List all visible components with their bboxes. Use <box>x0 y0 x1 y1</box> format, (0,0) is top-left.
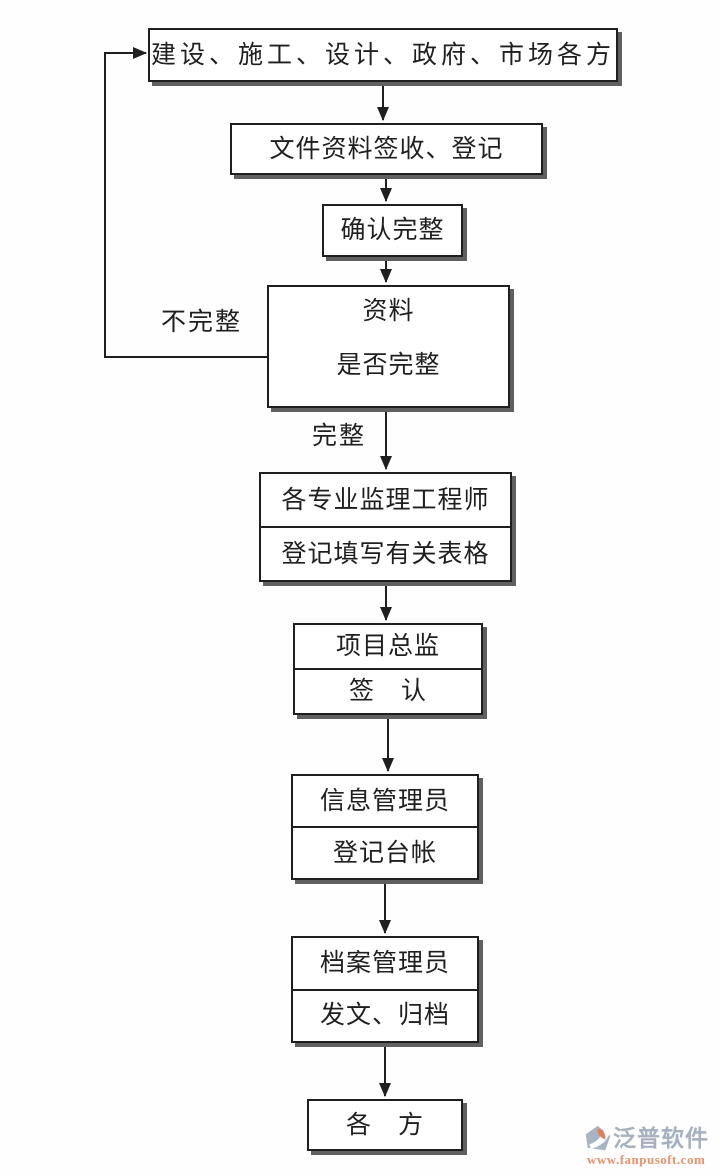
fanpu-logo-icon <box>585 1125 611 1151</box>
node-label: 文件资料签收、登记 <box>269 135 504 163</box>
edge-label-incomplete: 不完整 <box>161 309 243 336</box>
node-label: 信息管理员 <box>319 787 450 815</box>
node-label: 发文、归档 <box>293 988 477 1042</box>
flow-node-all-parties: 各 方 <box>307 1099 463 1151</box>
node-label: 资料 <box>362 298 415 325</box>
flow-node-parties: 建设、施工、设计、政府、市场各方 <box>148 28 618 82</box>
node-label: 签 认 <box>295 668 481 713</box>
node-label: 项目总监 <box>335 633 440 660</box>
flow-node-archive-manager: 档案管理员 发文、归档 <box>291 936 479 1043</box>
flow-node-receive-register: 文件资料签收、登记 <box>230 123 543 175</box>
node-label: 登记填写有关表格 <box>261 526 510 580</box>
flow-node-supervision-engineers: 各专业监理工程师 登记填写有关表格 <box>259 472 512 582</box>
node-label: 是否完整 <box>336 352 441 379</box>
node-label: 各 方 <box>345 1111 424 1139</box>
watermark-brand: 泛普软件 <box>613 1125 709 1151</box>
node-label: 登记台帐 <box>293 826 477 878</box>
node-label: 确认完整 <box>340 217 445 244</box>
watermark-url: www.fanpusoft.com <box>587 1152 706 1167</box>
watermark: 泛普软件 www.fanpusoft.com <box>585 1125 717 1166</box>
flow-node-confirm-complete: 确认完整 <box>322 204 463 257</box>
flow-node-chief-supervisor: 项目总监 签 认 <box>293 623 483 715</box>
flow-node-check-data-complete: 资料 是否完整 <box>267 285 510 408</box>
node-label: 档案管理员 <box>319 949 450 977</box>
node-label: 建设、施工、设计、政府、市场各方 <box>150 41 615 69</box>
flow-node-info-manager: 信息管理员 登记台帐 <box>291 774 479 880</box>
node-label: 各专业监理工程师 <box>281 486 490 514</box>
edge-label-complete: 完整 <box>312 423 367 450</box>
